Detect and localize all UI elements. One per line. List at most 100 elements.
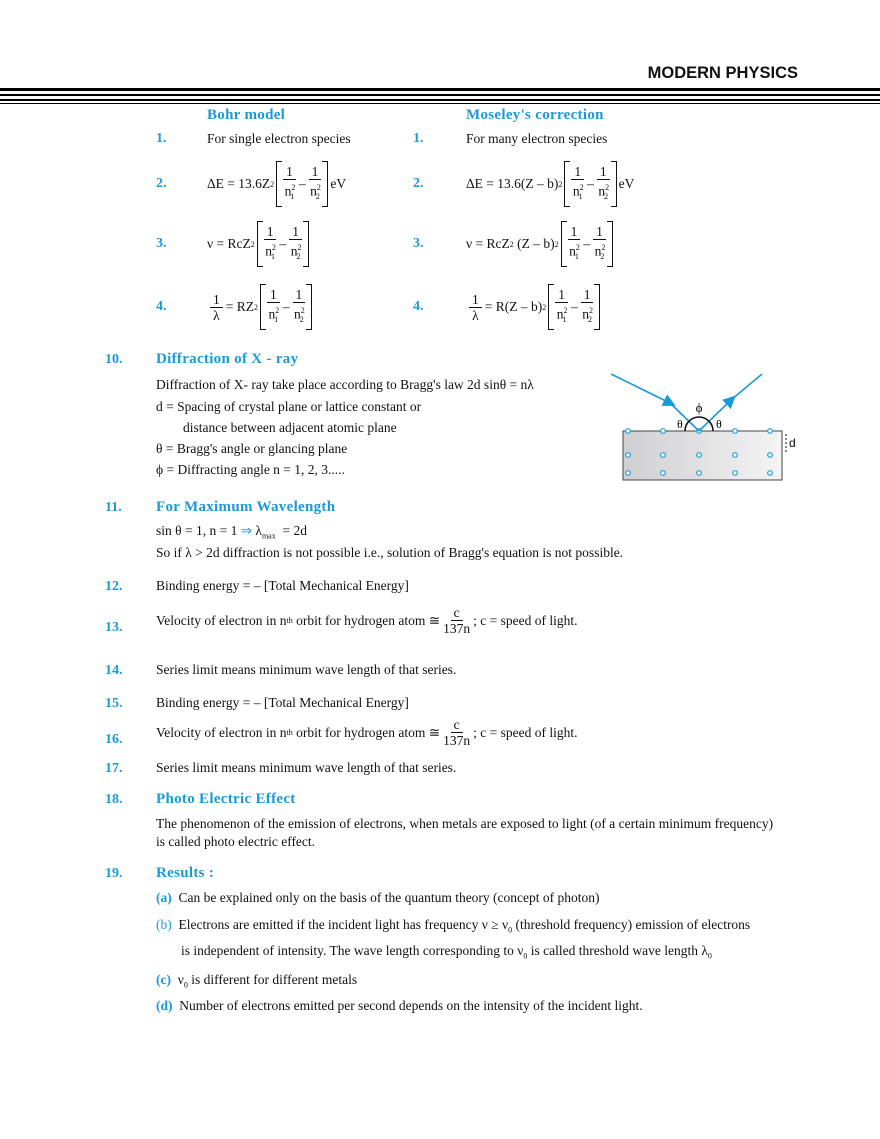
subscript: 0: [183, 980, 188, 990]
angle-arc: [684, 416, 714, 432]
header-rule: [0, 94, 880, 96]
lattice-atom: [660, 452, 666, 458]
text-line: Series limit means minimum wave length o…: [156, 760, 457, 775]
n-squared: n21: [572, 182, 584, 202]
crystal-block: [622, 430, 783, 481]
formula-number: 3.: [413, 236, 424, 251]
lattice-atom: [767, 452, 773, 458]
text-line: So if λ > 2d diffraction is not possible…: [156, 545, 624, 560]
page-header-title: MODERN PHYSICS: [647, 64, 798, 82]
section-title: For Maximum Wavelength: [156, 499, 336, 515]
section-number: 11.: [105, 500, 122, 515]
text: Can be explained only on the basis of th…: [178, 890, 600, 905]
text-line: Diffraction of X- ray take place accordi…: [156, 377, 534, 392]
numerator: c: [450, 717, 463, 733]
formula-number: 4.: [156, 299, 167, 314]
text: is independent of intensity. The wave le…: [181, 943, 524, 958]
section-number: 19.: [105, 866, 123, 881]
section-title: Photo Electric Effect: [156, 791, 296, 807]
numerator: c: [450, 605, 463, 621]
text-line: Binding energy = – [Total Mechanical Ene…: [156, 578, 409, 593]
lattice-atom: [732, 470, 738, 476]
text: sin θ = 1, n = 1: [156, 523, 238, 538]
formula-number: 4.: [413, 299, 424, 314]
section-number: 14.: [105, 663, 123, 678]
result-b-cont: is independent of intensity. The wave le…: [181, 943, 712, 961]
text-line: ϕ = Diffracting angle n = 1, 2, 3.....: [156, 462, 345, 477]
text-line: distance between adjacent atomic plane: [183, 420, 397, 435]
implies-arrow-icon: ⇒: [240, 523, 253, 538]
text: ν: [177, 972, 184, 987]
text-line: The phenomenon of the emission of electr…: [156, 816, 774, 831]
text-line: d = Spacing of crystal plane or lattice …: [156, 399, 422, 414]
text: ; c = speed of light.: [473, 612, 578, 628]
theta-label: θ: [716, 417, 722, 431]
header-rule: [0, 88, 880, 91]
species-text: For single electron species: [207, 131, 351, 146]
lattice-atom: [660, 428, 666, 434]
n-squared: n22: [310, 182, 321, 202]
reflected-ray-arrow: [698, 395, 736, 432]
n-squared: n22: [290, 242, 302, 262]
subscript: 0: [523, 951, 528, 961]
text: Electrons are emitted if the incident li…: [178, 917, 509, 932]
n-squared: n21: [569, 242, 580, 262]
text: orbit for hydrogen atom ≅: [296, 612, 441, 628]
text: λ: [255, 523, 262, 538]
text-line: is called photo electric effect.: [156, 834, 316, 849]
text: Velocity of electron in n: [156, 724, 287, 740]
result-a: (a) Can be explained only on the basis o…: [156, 890, 600, 906]
header-rule: [0, 103, 880, 104]
lattice-atom: [625, 452, 631, 458]
moseley-heading: Moseley's correction: [466, 107, 604, 123]
section-number: 17.: [105, 761, 123, 776]
denominator: 137n: [443, 621, 471, 636]
result-d: (d) Number of electrons emitted per seco…: [156, 998, 643, 1014]
species-text: For many electron species: [466, 131, 608, 146]
incident-ray: [669, 402, 700, 432]
denominator: 137n: [443, 733, 471, 748]
text: ; c = speed of light.: [473, 724, 578, 740]
text-line: Series limit means minimum wave length o…: [156, 662, 457, 677]
result-c: (c) ν0 is different for different metals: [156, 972, 357, 990]
n-squared: n22: [594, 242, 606, 262]
lattice-atom: [767, 470, 773, 476]
formula-number: 3.: [156, 236, 167, 251]
text: = 2d: [282, 523, 307, 538]
n-squared: n22: [582, 305, 593, 325]
bohr-model-heading: Bohr model: [207, 107, 286, 123]
text: is called threshold wave length λ: [527, 943, 708, 958]
formula-number: 2.: [413, 176, 424, 191]
text: Number of electrons emitted per second d…: [179, 998, 643, 1013]
result-b: (b) Electrons are emitted if the inciden…: [156, 917, 750, 935]
subscript: 0: [707, 951, 712, 961]
section-number: 13.: [105, 620, 123, 635]
reflected-ray: [730, 373, 763, 401]
text: orbit for hydrogen atom ≅: [296, 724, 441, 740]
formula-number: 1.: [413, 131, 424, 146]
lattice-atom: [696, 470, 702, 476]
item-label: (a): [156, 890, 172, 905]
